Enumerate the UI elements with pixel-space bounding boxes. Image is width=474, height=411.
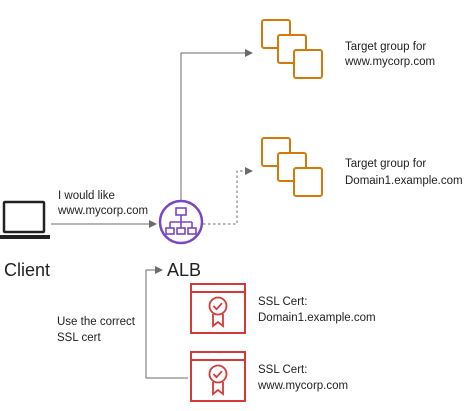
target-group-1-icon <box>261 19 323 79</box>
load-balancer-icon <box>158 199 204 245</box>
request-text-line-2: www.mycorp.com <box>57 205 148 217</box>
certificate-2-icon <box>190 351 246 402</box>
certificate-1-label-line-1: SSL Cert: <box>258 296 307 308</box>
cert-selection-arrow <box>145 266 188 379</box>
cert-selection-text-line-2: SSL cert <box>57 332 101 344</box>
laptop-icon <box>0 200 50 239</box>
alb-to-target-group-1-arrow <box>180 49 253 200</box>
certificate-2-label-line-2: www.mycorp.com <box>257 380 348 392</box>
target-group-2-icon <box>261 137 323 197</box>
target-group-2-label-line-2: Domain1.example.com <box>345 175 463 187</box>
certificate-2-label-line-1: SSL Cert: <box>258 364 307 376</box>
cert-selection-text-line-1: Use the correct <box>57 316 136 328</box>
certificate-1-icon <box>190 283 246 334</box>
alb-label: ALB <box>167 260 201 280</box>
target-group-1-label-line-1: Target group for <box>345 41 426 53</box>
target-group-1-label-line-2: www.mycorp.com <box>344 56 435 68</box>
certificate-1-label-line-2: Domain1.example.com <box>258 312 376 324</box>
target-group-2-label-line-1: Target group for <box>345 158 426 170</box>
request-text-line-1: I would like <box>58 190 115 202</box>
client-label: Client <box>4 260 50 280</box>
alb-to-target-group-2-arrow <box>203 167 253 225</box>
